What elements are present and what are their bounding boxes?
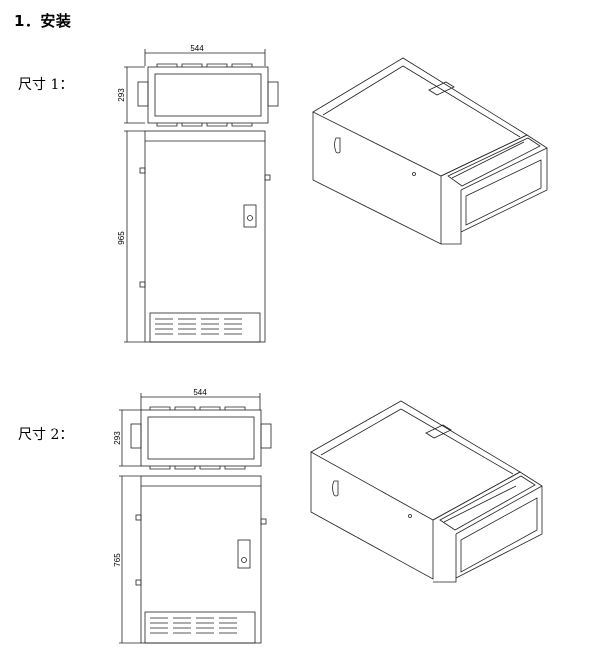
size1-depth-dim: 293 bbox=[117, 88, 126, 102]
size2-height-dim: 765 bbox=[113, 553, 122, 567]
size2-top-view bbox=[119, 393, 272, 470]
section-heading: 1．安装 bbox=[14, 12, 72, 30]
size2-label: 尺寸 2： bbox=[18, 427, 74, 443]
size2-width-dim: 544 bbox=[193, 388, 207, 397]
size1-height-dim: 965 bbox=[117, 231, 126, 245]
size2-depth-dim: 293 bbox=[113, 431, 122, 445]
size1-front-view bbox=[124, 130, 271, 343]
size1-top-view bbox=[124, 49, 279, 127]
size1-iso-view bbox=[312, 57, 548, 245]
size2-iso-view bbox=[310, 400, 543, 583]
size1-width-dim: 544 bbox=[190, 44, 204, 53]
size1-label: 尺寸 1： bbox=[18, 77, 74, 93]
size2-front-view bbox=[119, 475, 267, 644]
